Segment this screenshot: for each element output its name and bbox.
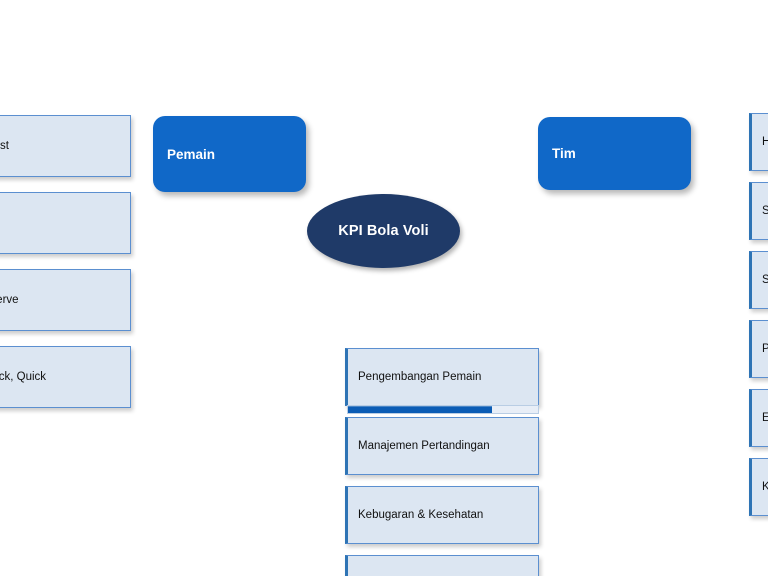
right-leaf-6-label: Ke — [762, 481, 768, 493]
center-leaf-3-label: Kebugaran & Kesehatan — [358, 509, 484, 521]
progress-bar[interactable] — [347, 405, 539, 414]
left-leaf-2-label: eive, Dig — [0, 217, 5, 229]
center-node-kpi-bola-voli[interactable]: KPI Bola Voli — [307, 194, 460, 268]
left-leaf-1[interactable]: rasi, Assist — [0, 115, 131, 177]
right-leaf-6[interactable]: Ke — [749, 458, 768, 516]
left-leaf-2[interactable]: eive, Dig — [0, 192, 131, 254]
right-leaf-2-label: Se — [762, 205, 768, 217]
branch-pemain-label: Pemain — [167, 146, 216, 162]
progress-bar-fill — [348, 406, 493, 413]
left-leaf-3[interactable]: e, Kill, Serve — [0, 269, 131, 331]
center-leaf-4[interactable] — [345, 555, 539, 576]
center-leaf-kebugaran-kesehatan[interactable]: Kebugaran & Kesehatan — [345, 486, 539, 544]
center-leaf-1-label: Pengembangan Pemain — [358, 371, 482, 383]
center-leaf-2-label: Manajemen Pertandingan — [358, 440, 490, 452]
branch-node-pemain[interactable]: Pemain — [153, 116, 306, 192]
right-leaf-4[interactable]: Pe — [749, 320, 768, 378]
right-leaf-2[interactable]: Se — [749, 182, 768, 240]
right-leaf-5-label: En — [762, 412, 768, 424]
branch-tim-label: Tim — [552, 146, 576, 161]
right-leaf-3-label: Se — [762, 274, 768, 286]
right-leaf-4-label: Pe — [762, 343, 768, 355]
right-leaf-5[interactable]: En — [749, 389, 768, 447]
right-leaf-1-label: H — [762, 136, 768, 148]
left-leaf-1-label: rasi, Assist — [0, 140, 9, 152]
center-leaf-pengembangan-pemain[interactable]: Pengembangan Pemain — [345, 348, 539, 406]
left-leaf-3-label: e, Kill, Serve — [0, 294, 19, 306]
left-leaf-4[interactable]: cker: Block, Quick — [0, 346, 131, 408]
right-leaf-3[interactable]: Se — [749, 251, 768, 309]
center-node-label: KPI Bola Voli — [338, 223, 429, 239]
center-leaf-manajemen-pertandingan[interactable]: Manajemen Pertandingan — [345, 417, 539, 475]
right-leaf-1[interactable]: H — [749, 113, 768, 171]
left-leaf-4-label: cker: Block, Quick — [0, 371, 47, 383]
branch-node-tim[interactable]: Tim — [538, 117, 691, 190]
